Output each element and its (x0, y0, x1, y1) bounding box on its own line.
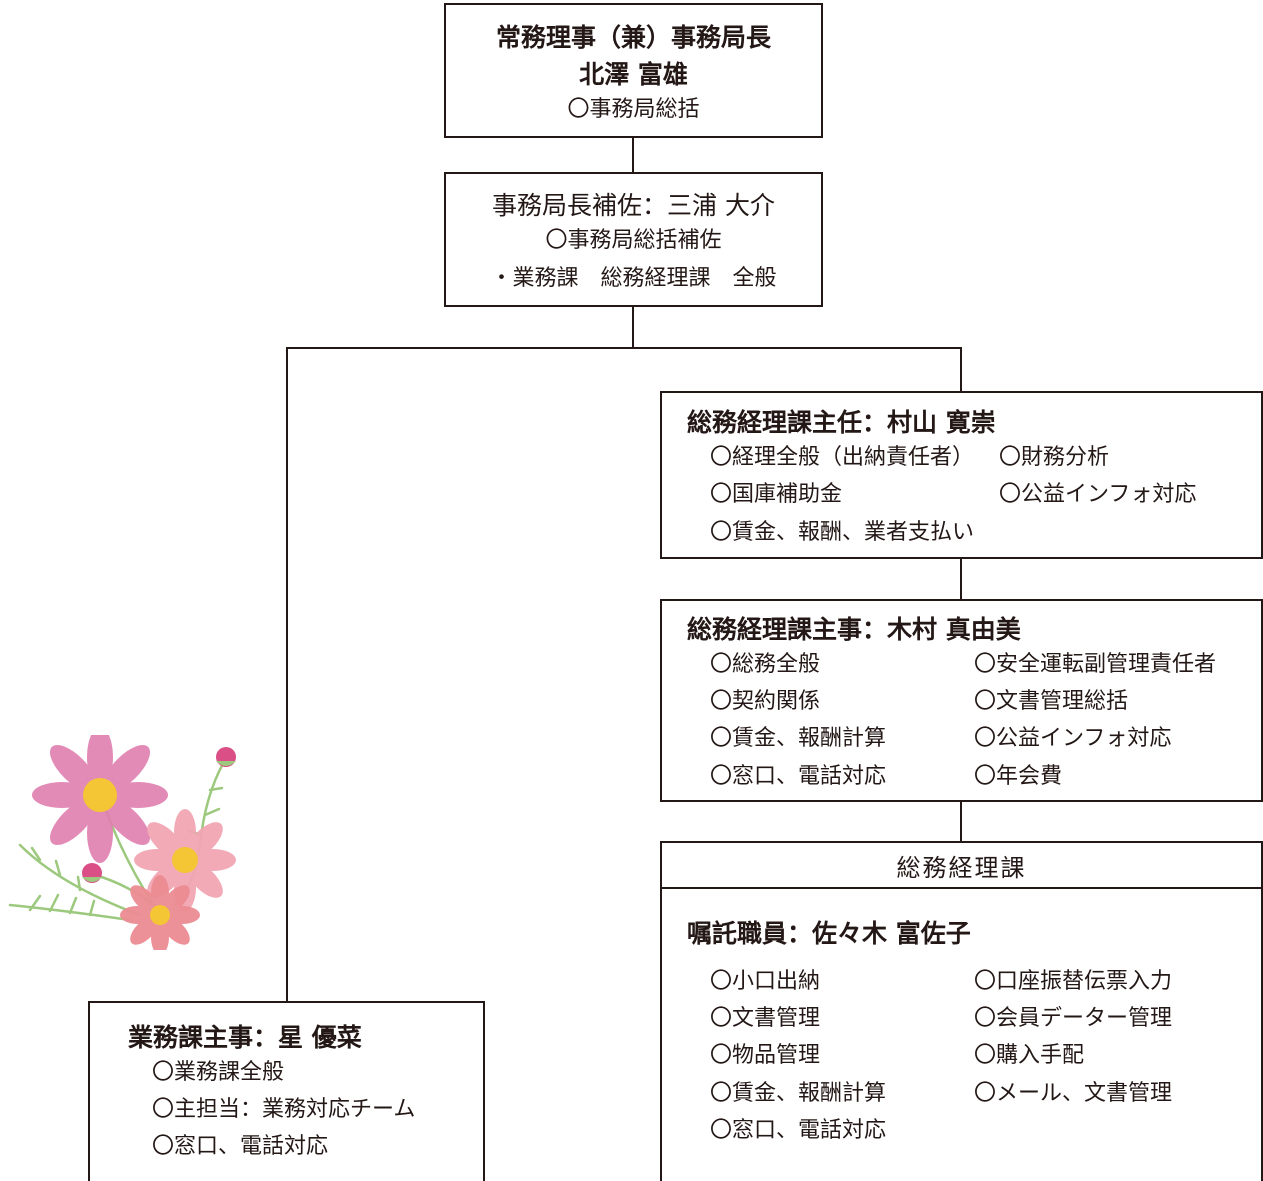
clerk-duty: 〇公益インフォ対応 (974, 726, 1172, 751)
section-duty: 〇口座振替伝票入力 (974, 969, 1173, 994)
connector-branch-gyomu (286, 347, 288, 1002)
connector-chief-clerk (960, 558, 962, 600)
large-pink-flower (32, 735, 168, 863)
gyomu-box: 業務課主事：星 優菜 〇業務課全般 〇主担当：業務対応チーム 〇窓口、電話対応 (88, 1001, 485, 1181)
director-box: 常務理事（兼）事務局長 北澤 富雄 〇事務局総括 (444, 3, 823, 138)
connector-deputy-branch (632, 306, 634, 348)
deputy-scope: ・業務課 総務経理課 全般 (490, 266, 777, 291)
section-duty: 〇購入手配 (974, 1043, 1085, 1068)
chief-duty: 〇賃金、報酬、業者支払い (710, 520, 975, 545)
director-name: 北澤 富雄 (579, 60, 688, 89)
cosmos-flower-illustration (8, 735, 236, 950)
section-staff-title: 嘱託職員：佐々木 富佐子 (687, 919, 971, 948)
gyomu-duty: 〇業務課全般 (152, 1060, 285, 1085)
section-duty: 〇窓口、電話対応 (710, 1118, 887, 1143)
chief-title: 総務経理課主任：村山 寛崇 (687, 408, 996, 437)
clerk-title: 総務経理課主事：木村 真由美 (687, 615, 1021, 644)
deputy-title: 事務局長補佐：三浦 大介 (492, 191, 775, 220)
connector-branch-horizontal (286, 347, 962, 349)
section-header-divider (662, 887, 1261, 889)
director-role: 常務理事（兼）事務局長 (495, 23, 771, 52)
deputy-box: 事務局長補佐：三浦 大介 〇事務局総括補佐 ・業務課 総務経理課 全般 (444, 172, 823, 307)
connector-clerk-section (960, 800, 962, 842)
gyomu-duty: 〇窓口、電話対応 (152, 1134, 329, 1159)
section-box: 総務経理課 嘱託職員：佐々木 富佐子 〇小口出納 〇文書管理 〇物品管理 〇賃金… (660, 841, 1263, 1181)
gyomu-title: 業務課主事：星 優菜 (128, 1023, 362, 1052)
clerk-duty: 〇賃金、報酬計算 (710, 726, 887, 751)
section-duty: 〇メール、文書管理 (974, 1081, 1173, 1106)
clerk-box: 総務経理課主事：木村 真由美 〇総務全般 〇契約関係 〇賃金、報酬計算 〇窓口、… (660, 599, 1263, 802)
section-header: 総務経理課 (896, 854, 1027, 882)
section-duty: 〇小口出納 (710, 969, 821, 994)
chief-duty: 〇公益インフォ対応 (999, 482, 1197, 507)
clerk-duty: 〇窓口、電話対応 (710, 764, 887, 789)
director-duty: 〇事務局総括 (567, 97, 700, 122)
chief-duty: 〇国庫補助金 (710, 482, 843, 507)
section-duty: 〇文書管理 (710, 1006, 821, 1031)
chief-duty: 〇財務分析 (999, 445, 1110, 470)
connector-branch-chief (960, 347, 962, 392)
section-duty: 〇会員データー管理 (974, 1006, 1173, 1031)
flower-buds (82, 747, 236, 883)
clerk-duty: 〇契約関係 (710, 689, 821, 714)
chief-duty: 〇経理全般（出納責任者） (710, 445, 975, 470)
clerk-duty: 〇安全運転副管理責任者 (974, 652, 1217, 677)
chief-box: 総務経理課主任：村山 寛崇 〇経理全般（出納責任者） 〇国庫補助金 〇賃金、報酬… (660, 391, 1263, 559)
clerk-duty: 〇年会費 (974, 764, 1063, 789)
small-coral-flower (120, 875, 200, 950)
clerk-duty: 〇文書管理総括 (974, 689, 1129, 714)
clerk-duty: 〇総務全般 (710, 652, 821, 677)
connector-top-deputy (632, 137, 634, 173)
deputy-duty: 〇事務局総括補佐 (545, 228, 722, 253)
gyomu-duty: 〇主担当：業務対応チーム (152, 1097, 416, 1122)
section-duty: 〇賃金、報酬計算 (710, 1081, 887, 1106)
section-duty: 〇物品管理 (710, 1043, 821, 1068)
